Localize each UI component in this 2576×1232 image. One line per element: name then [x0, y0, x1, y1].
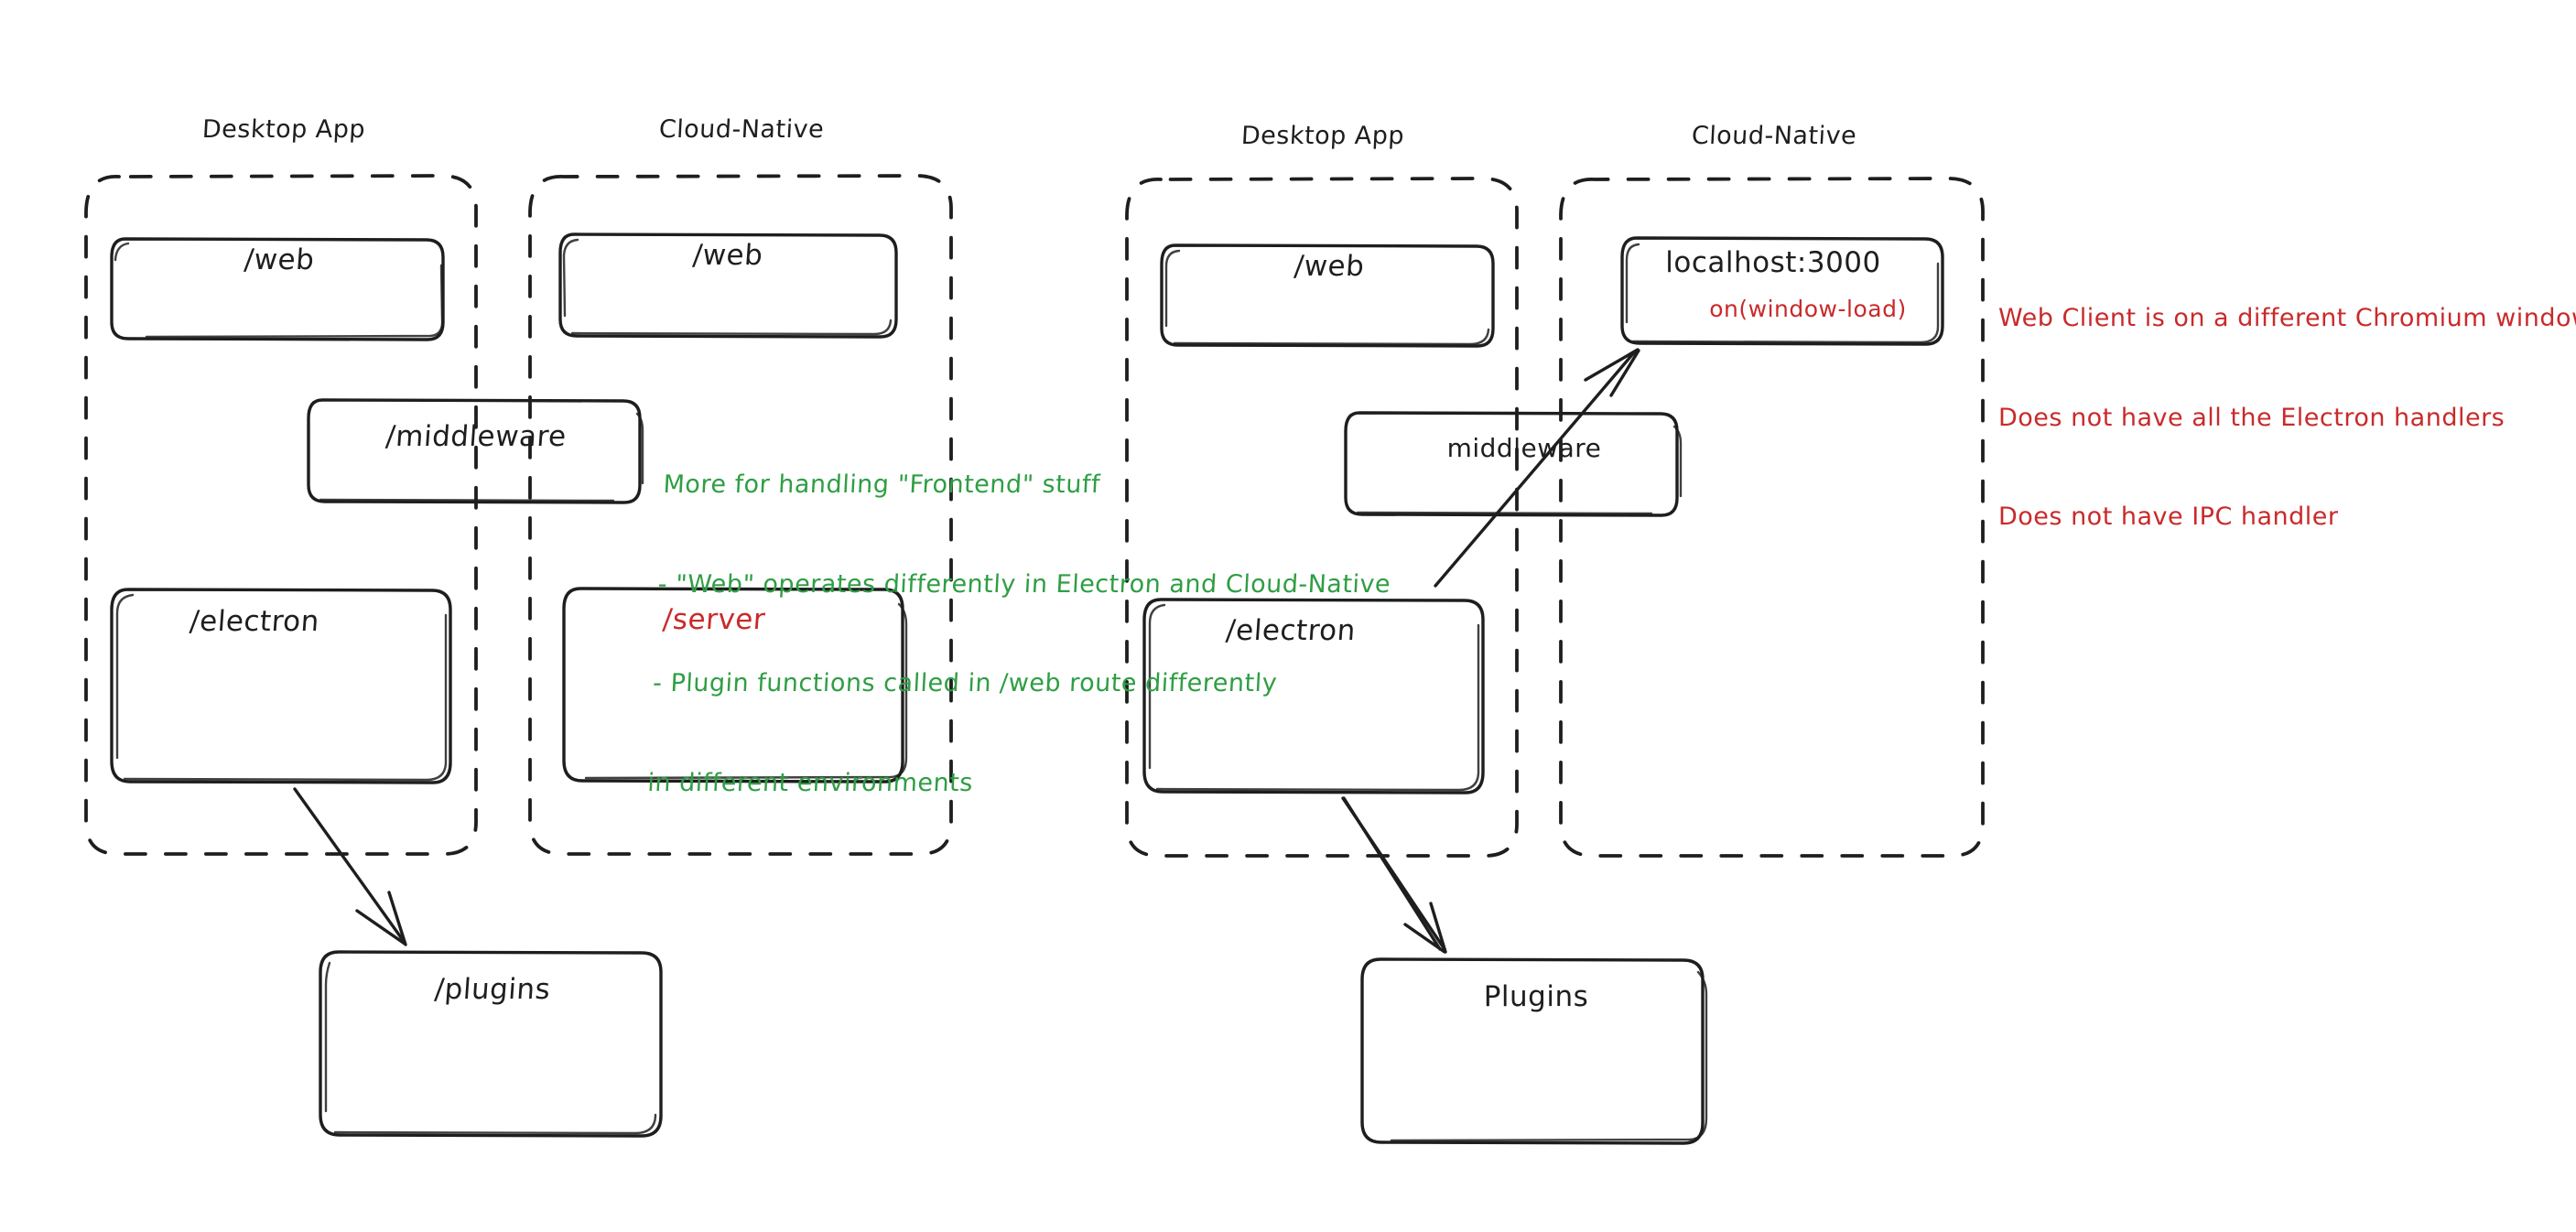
- red-note-line-2: Does not have all the Electron handlers: [1998, 403, 2506, 432]
- green-note-line-2: - "Web" operates differently in Electron…: [657, 569, 1391, 599]
- right-desktop-web-box: [1160, 243, 1495, 348]
- left-cloud-web-box: [558, 232, 898, 339]
- node-label-left-desktop-web: /web: [243, 243, 316, 276]
- group-title-left-cloud-native: Cloud-Native: [658, 115, 825, 144]
- green-note-line-4: in different environments: [646, 768, 974, 797]
- group-title-right-desktop-app: Desktop App: [1240, 122, 1405, 150]
- red-note-line-3: Does not have IPC handler: [1998, 503, 2339, 532]
- red-note-line-1: Web Client is on a different Chromium wi…: [1998, 304, 2576, 333]
- right-middleware-box: [1344, 411, 1683, 517]
- node-label-left-electron: /electron: [189, 605, 321, 638]
- left-middleware-box: [307, 398, 644, 504]
- arrow-right-electron-to-localhost: [1434, 348, 1640, 588]
- arrow-left-electron-to-plugins: [293, 787, 407, 946]
- left-cloud-native-container: [528, 174, 953, 856]
- green-note-line-3: - Plugin functions called in /web route …: [652, 669, 1278, 698]
- right-cloud-native-container: [1559, 177, 1985, 858]
- left-electron-box: [110, 588, 452, 784]
- group-title-left-desktop-app: Desktop App: [201, 115, 366, 144]
- node-label-right-localhost: localhost:3000: [1665, 246, 1881, 279]
- node-label-right-middleware: middleware: [1446, 433, 1602, 463]
- right-plugins-box: [1360, 957, 1708, 1145]
- node-label-left-cloud-web: /web: [691, 239, 764, 272]
- green-note-line-1: More for handling "Frontend" stuff: [662, 470, 1101, 500]
- node-label-left-plugins: /plugins: [433, 973, 552, 1006]
- node-label-right-plugins: Plugins: [1483, 980, 1589, 1013]
- arrow-right-electron-to-plugins: [1341, 796, 1447, 954]
- right-electron-box: [1142, 598, 1485, 794]
- right-desktop-app-container: [1125, 177, 1519, 858]
- node-label-right-electron: /electron: [1225, 614, 1358, 647]
- group-title-right-cloud-native: Cloud-Native: [1691, 122, 1857, 150]
- left-plugins-box: [319, 950, 663, 1138]
- left-desktop-web-box: [110, 237, 445, 341]
- left-server-box: [562, 587, 908, 784]
- right-localhost-box: [1620, 236, 1944, 346]
- left-desktop-app-container: [84, 174, 478, 856]
- red-annotation-note: Web Client is on a different Chromium wi…: [1998, 236, 2576, 600]
- node-sublabel-right-localhost-onwindowload: on(window-load): [1709, 296, 1907, 322]
- node-label-left-middleware: /middleware: [384, 420, 568, 453]
- node-label-right-desktop-web: /web: [1293, 250, 1366, 283]
